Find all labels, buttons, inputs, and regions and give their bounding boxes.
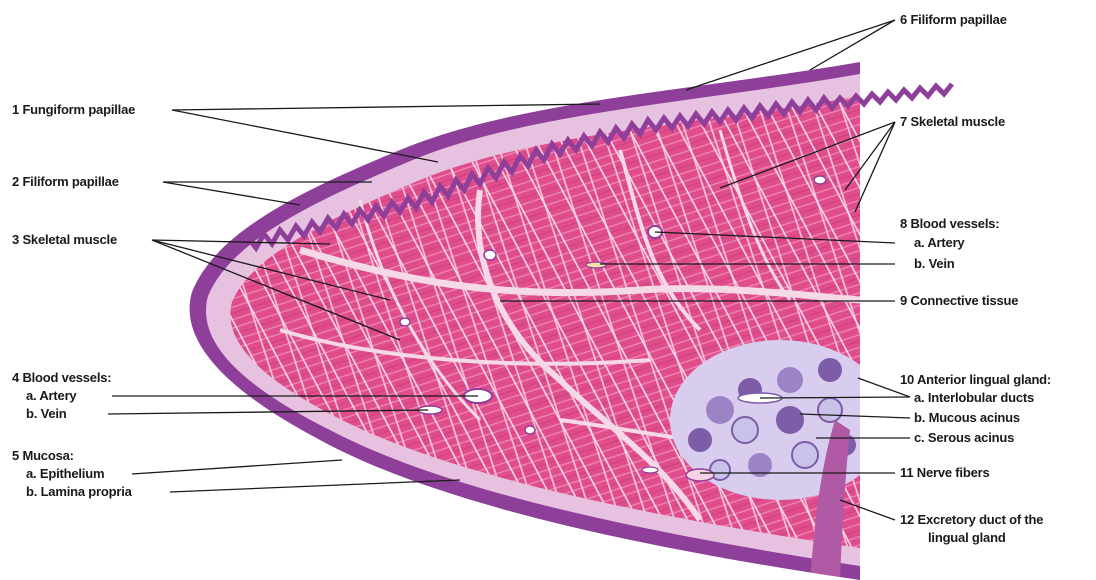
label-vein-right: b. Vein (914, 256, 955, 272)
label-artery-left: a. Artery (26, 388, 76, 404)
label-lamina-propria: b. Lamina propria (26, 484, 132, 500)
label-nerve-fibers: 11 Nerve fibers (900, 465, 990, 481)
label-vein-left: b. Vein (26, 406, 67, 422)
label-mucous-acinus: b. Mucous acinus (914, 410, 1020, 426)
label-filiform-papillae-right: 6 Filiform papillae (900, 12, 1007, 28)
label-artery-right: a. Artery (914, 235, 964, 251)
label-blood-vessels-left: 4 Blood vessels: (12, 370, 111, 386)
label-skeletal-muscle-left: 3 Skeletal muscle (12, 232, 117, 248)
label-connective-tissue: 9 Connective tissue (900, 293, 1018, 309)
label-epithelium: a. Epithelium (26, 466, 104, 482)
label-anterior-lingual-gland: 10 Anterior lingual gland: (900, 372, 1051, 388)
label-excretory-duct: 12 Excretory duct of the (900, 512, 1043, 528)
label-blood-vessels-right: 8 Blood vessels: (900, 216, 999, 232)
label-skeletal-muscle-right: 7 Skeletal muscle (900, 114, 1005, 130)
label-interlobular-ducts: a. Interlobular ducts (914, 390, 1034, 406)
label-mucosa: 5 Mucosa: (12, 448, 74, 464)
label-fungiform-papillae: 1 Fungiform papillae (12, 102, 135, 118)
label-filiform-papillae-left: 2 Filiform papillae (12, 174, 119, 190)
label-serous-acinus: c. Serous acinus (914, 430, 1014, 446)
label-lingual-gland: lingual gland (928, 530, 1006, 546)
